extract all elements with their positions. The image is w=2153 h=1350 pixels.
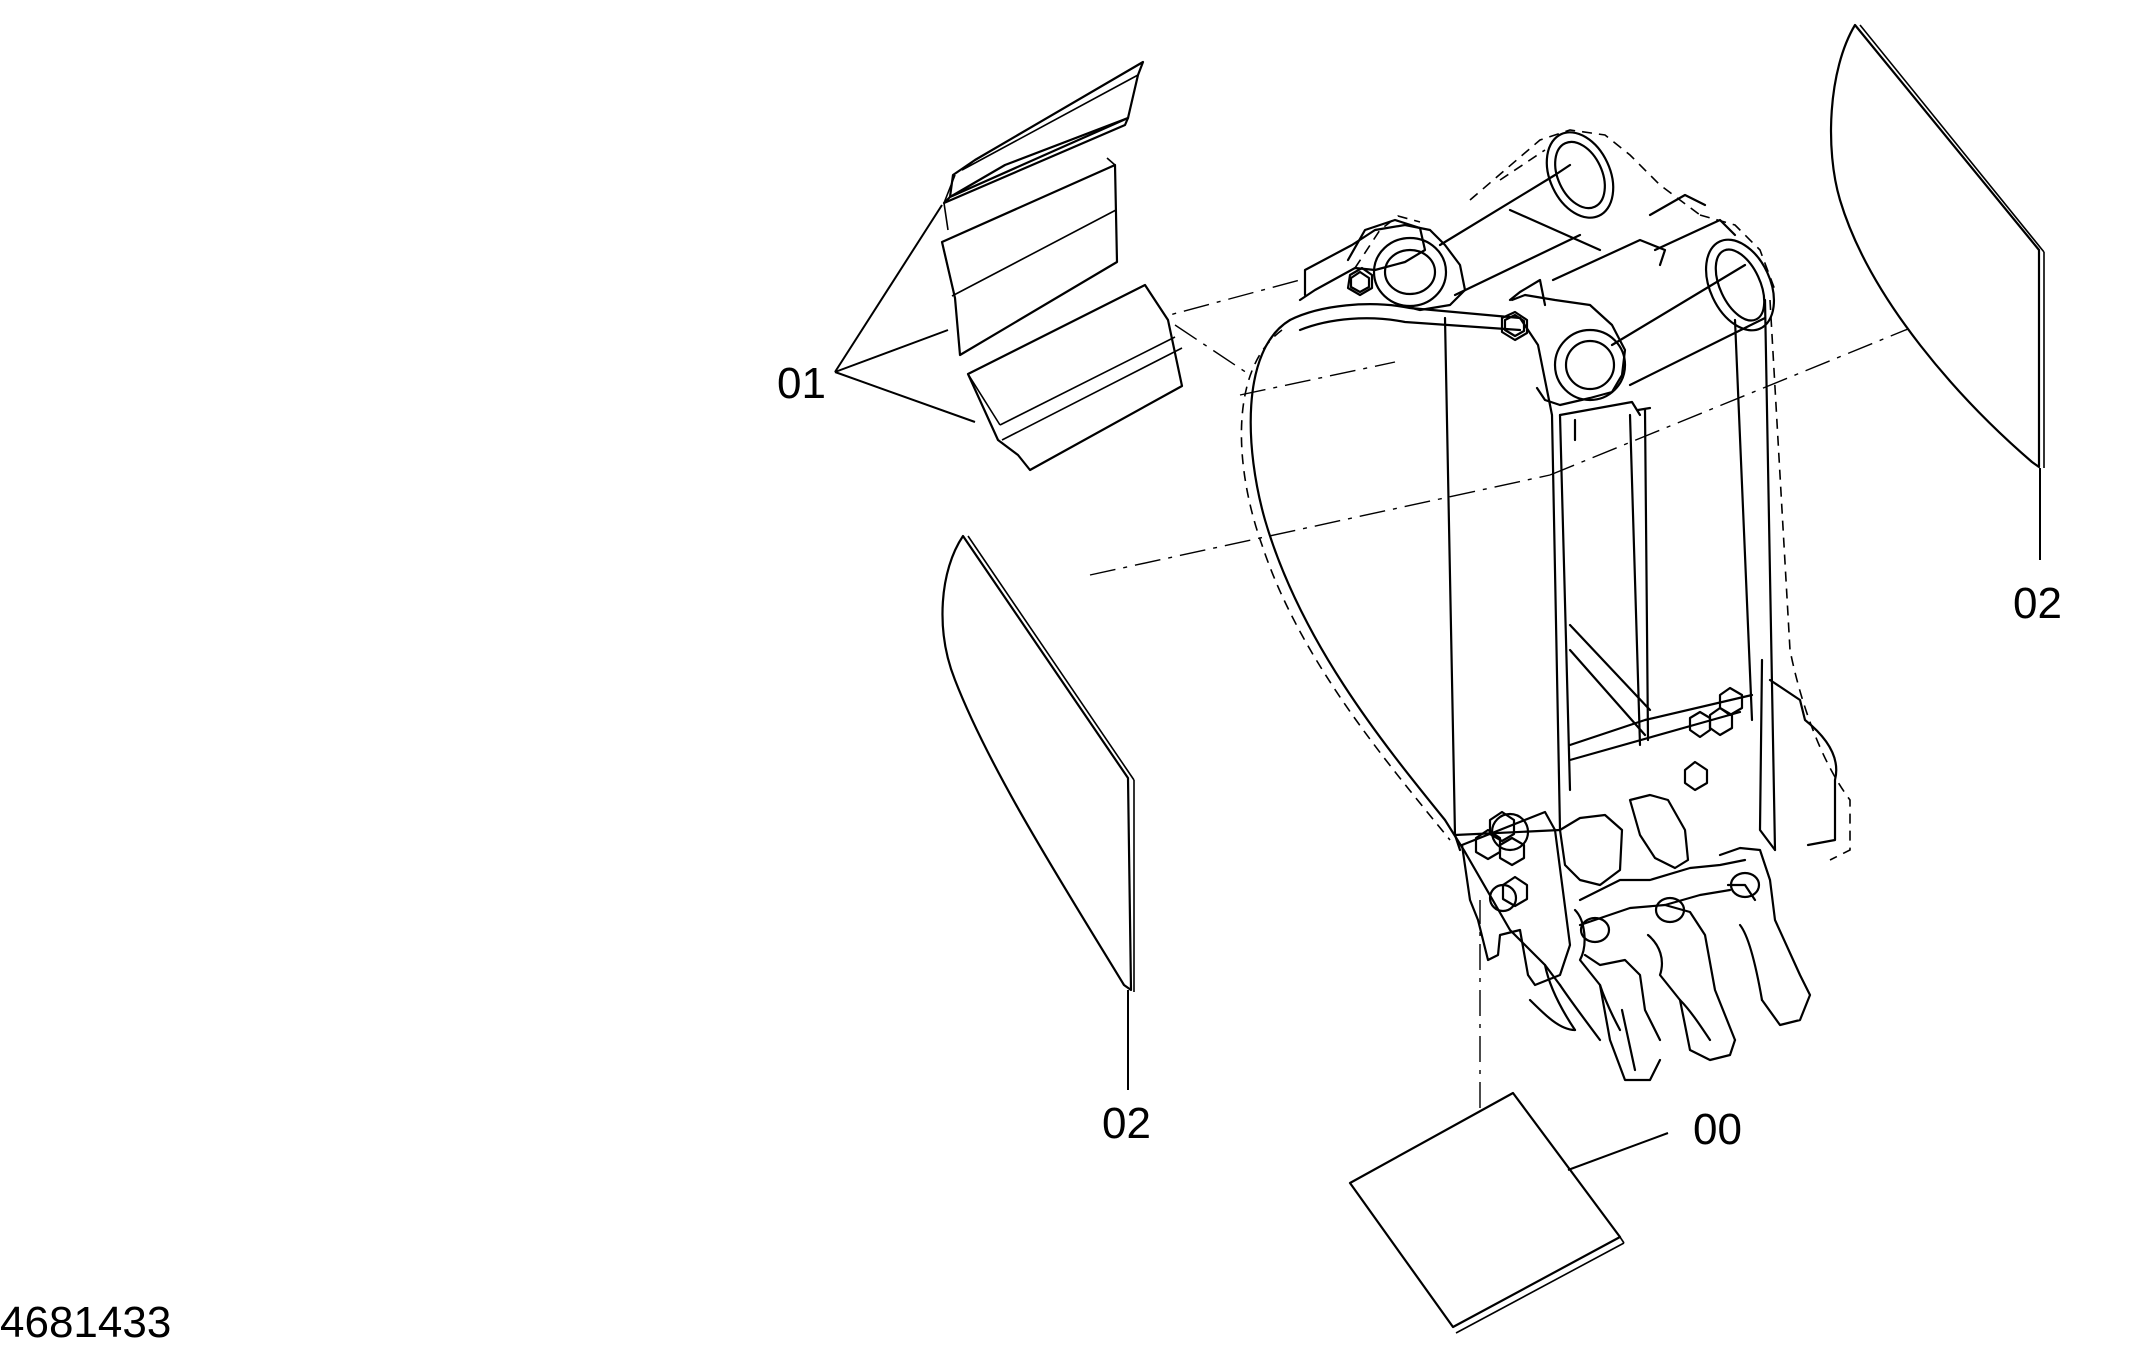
side-plate-left: 02	[941, 534, 1151, 1148]
side-plate-right: 02	[1829, 23, 2062, 628]
callout-side-plate-left: 02	[1102, 1099, 1151, 1148]
decal: 00	[1348, 1091, 1742, 1334]
wear-strips: 01	[777, 60, 1184, 472]
bucket-body	[1240, 129, 1851, 1082]
hex-bolts	[1474, 686, 1744, 913]
callout-wear-strips: 01	[777, 359, 826, 408]
bucket-teeth	[1528, 793, 1812, 1082]
drawing-number: 4681433	[0, 1298, 171, 1345]
callout-side-plate-right: 02	[2013, 579, 2062, 628]
centerlines	[1089, 279, 1931, 1200]
callout-decal: 00	[1693, 1105, 1742, 1154]
